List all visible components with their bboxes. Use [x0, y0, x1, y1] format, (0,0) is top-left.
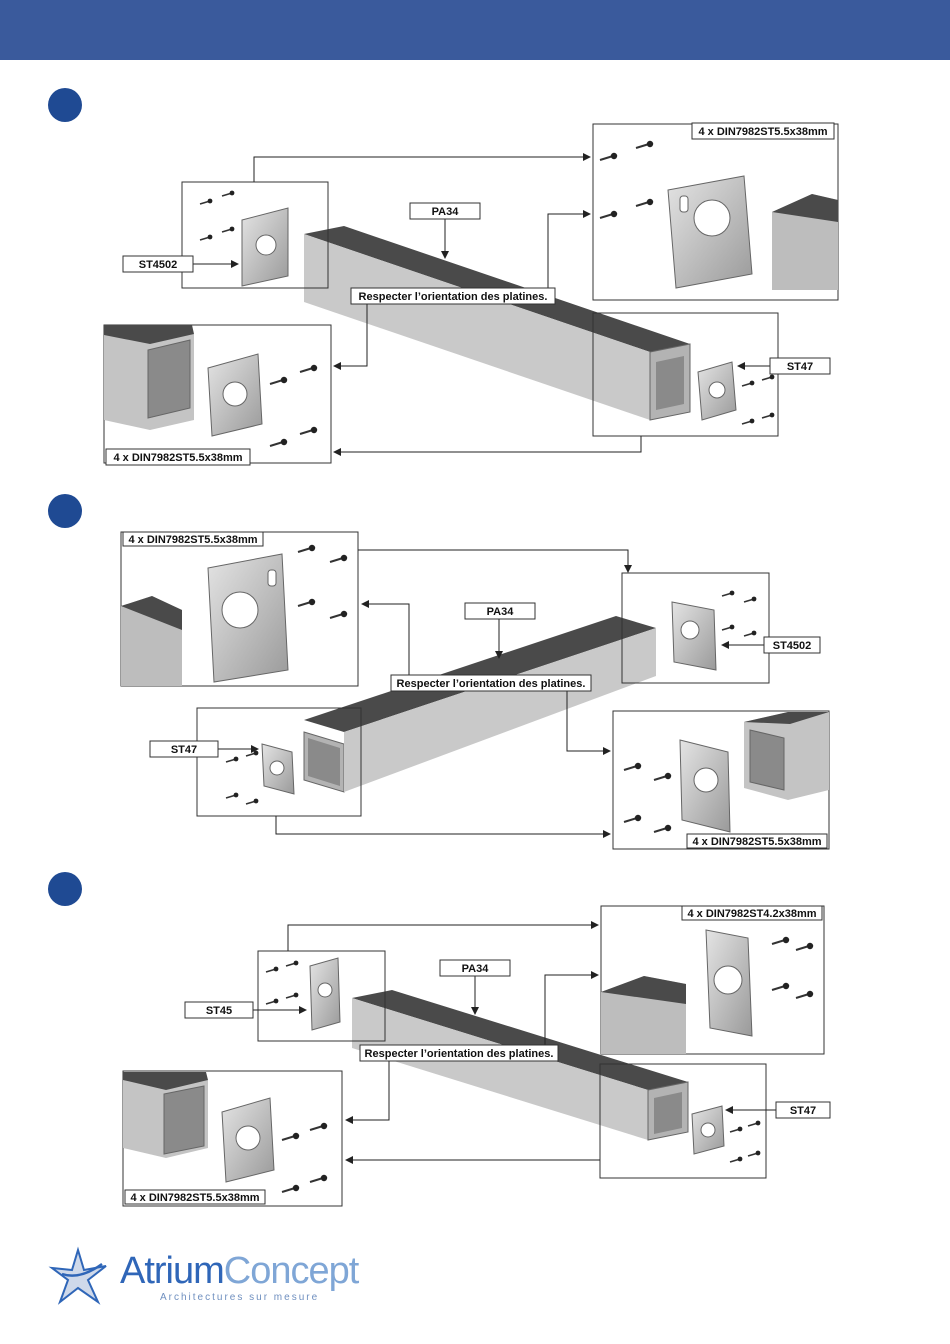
star-logo-icon — [48, 1246, 107, 1305]
profile-label: PA34 — [432, 206, 460, 218]
detail-box — [621, 572, 770, 684]
logo-name-part2: Concept — [223, 1250, 360, 1292]
plate-st47 — [691, 1105, 725, 1155]
plate-st45 — [309, 957, 341, 1031]
header-bar — [0, 0, 950, 60]
screw-spec-label: 4 x DIN7982ST5.5x38mm — [113, 452, 242, 464]
company-logo: AtriumConcept Architectures sur mesure — [48, 1246, 368, 1310]
detail-box — [599, 1063, 767, 1179]
beam-pa34 — [352, 990, 689, 1141]
logo-tagline: Architectures sur mesure — [160, 1292, 320, 1303]
step-1-marker — [48, 88, 82, 122]
orientation-note: Respecter l’orientation des platines. — [359, 291, 548, 303]
step-3: PA34 Respecter l’orientation des platine… — [122, 905, 831, 1207]
profile-label: PA34 — [487, 606, 515, 618]
plate-st47 — [261, 743, 295, 795]
screw-spec-label: 4 x DIN7982ST5.5x38mm — [128, 534, 257, 546]
step-2-marker — [48, 494, 82, 528]
screw-spec-label: 4 x DIN7982ST4.2x38mm — [687, 908, 816, 920]
step-1: PA34 Respecter l’orientation des platine… — [103, 122, 839, 466]
beam-pa34 — [304, 226, 691, 421]
plate-st47 — [697, 361, 737, 421]
screw-spec-label: 4 x DIN7982ST5.5x38mm — [130, 1192, 259, 1204]
screw-spec-label: 4 x DIN7982ST5.5x38mm — [692, 836, 821, 848]
detail-box — [196, 707, 362, 817]
detail-box — [181, 181, 329, 289]
orientation-note: Respecter l’orientation des platines. — [365, 1048, 554, 1060]
plate-st4502-enlarged — [667, 175, 753, 289]
plate-st47-enlarged — [221, 1097, 275, 1183]
profile-label: PA34 — [462, 963, 490, 975]
beam-pa34 — [303, 616, 656, 793]
part-label: ST47 — [787, 361, 813, 373]
plate-st45-enlarged — [705, 929, 753, 1037]
plate-st47-enlarged — [679, 739, 731, 833]
plate-st47-enlarged — [207, 353, 263, 437]
logo-name-part1: Atrium — [120, 1250, 225, 1292]
orientation-note: Respecter l’orientation des platines. — [397, 678, 586, 690]
plate-st4502 — [241, 207, 289, 287]
part-label: ST4502 — [773, 640, 812, 652]
logo-wordmark: AtriumConcept — [120, 1250, 360, 1293]
part-label: ST47 — [790, 1105, 816, 1117]
screw-spec-label: 4 x DIN7982ST5.5x38mm — [698, 126, 827, 138]
part-label: ST47 — [171, 744, 197, 756]
step-3-marker — [48, 872, 82, 906]
step-2: PA34 Respecter l’orientation des platine… — [120, 531, 830, 850]
part-label: ST4502 — [139, 259, 178, 271]
plate-st4502-enlarged — [207, 553, 289, 683]
part-label: ST45 — [206, 1005, 232, 1017]
detail-box — [257, 950, 386, 1042]
plate-st4502 — [671, 601, 717, 671]
